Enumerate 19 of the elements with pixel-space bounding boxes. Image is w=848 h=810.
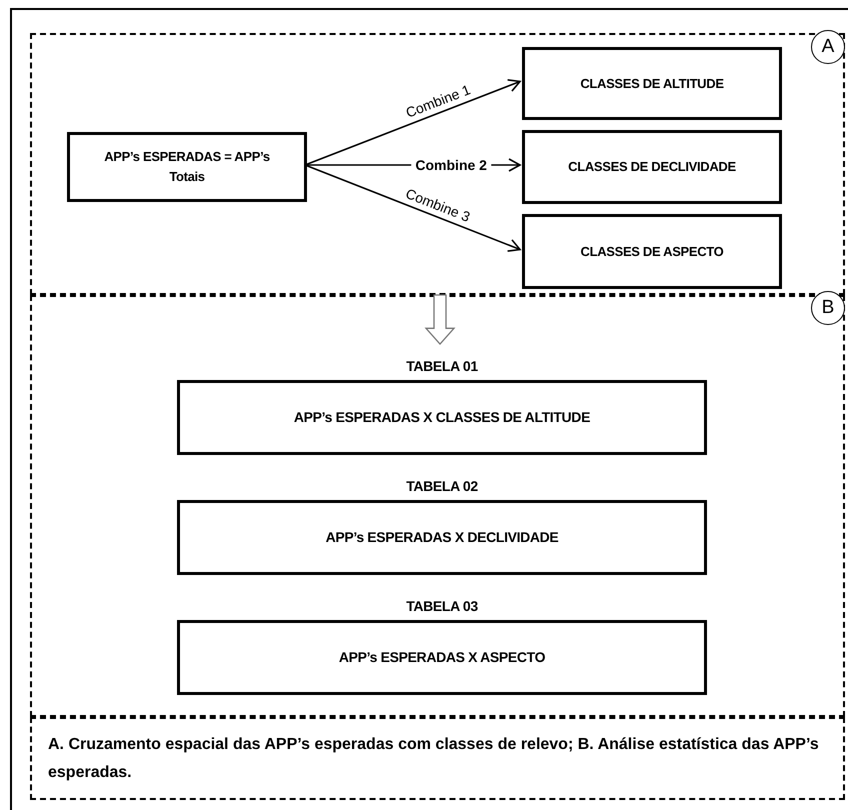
table-title: APP’s ESPERADAS X ASPECTO bbox=[338, 648, 546, 667]
table-title: APP’s ESPERADAS X CLASSES DE ALTITUDE bbox=[294, 408, 590, 427]
process-box: APP’s ESPERADAS = APP’s Totais bbox=[67, 132, 307, 202]
dashed-region bbox=[30, 33, 845, 295]
process-box: CLASSES DE ASPECTO bbox=[522, 214, 782, 289]
dashed-region bbox=[30, 295, 845, 717]
table-heading: TABELA 03 bbox=[405, 597, 479, 616]
table-heading: TABELA 01 bbox=[405, 357, 479, 376]
edge-label: Combine 2 bbox=[411, 157, 491, 173]
block-arrow bbox=[424, 294, 456, 345]
process-box: CLASSES DE ALTITUDE bbox=[522, 47, 782, 120]
table-heading: TABELA 02 bbox=[405, 477, 479, 496]
panel-letter: A bbox=[811, 30, 845, 64]
arrow bbox=[304, 164, 521, 252]
arrow bbox=[304, 79, 521, 166]
caption-box: A. Cruzamento espacial das APP’s esperadas com classes de relevo; B. Análise estatística das APP’s esperadas. bbox=[30, 717, 845, 800]
panel-letter: B bbox=[811, 291, 845, 325]
process-box: CLASSES DE DECLIVIDADE bbox=[522, 130, 782, 204]
table-title: APP’s ESPERADAS X DECLIVIDADE bbox=[326, 528, 558, 547]
